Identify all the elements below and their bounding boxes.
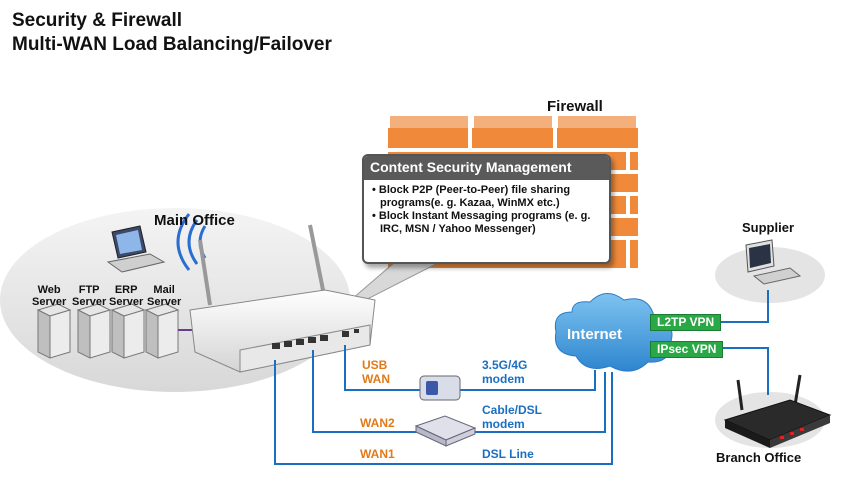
cable-modem-icon (414, 415, 477, 447)
l2tp-vpn-badge: L2TP VPN (650, 314, 722, 331)
main-office-label: Main Office (154, 212, 235, 229)
wan2-label: WAN2 (360, 416, 395, 430)
ipsec-vpn-badge: IPsec VPN (650, 341, 724, 358)
wan1-label: WAN1 (360, 447, 395, 461)
internet-cloud-icon (554, 293, 673, 372)
firewall-label: Firewall (547, 98, 603, 115)
wan1-line (274, 360, 613, 465)
content-security-callout: Content Security Management • Block P2P … (362, 154, 611, 264)
router-icon (189, 224, 376, 373)
laptop-icon (106, 225, 166, 273)
page-title: Security & Firewall (12, 10, 183, 31)
usb-wan-line (344, 345, 420, 391)
supplier-label: Supplier (742, 220, 795, 235)
branch-router-icon (723, 374, 832, 448)
content-security-header: Content Security Management (364, 156, 609, 180)
content-security-list: • Block P2P (Peer-to-Peer) file sharing … (364, 184, 609, 236)
server-icons (36, 303, 180, 359)
supplier-pc-icon (745, 239, 802, 285)
usb-modem-icon (419, 375, 461, 401)
internet-label: Internet (567, 326, 623, 343)
content-security-item: • Block Instant Messaging programs (e. g… (372, 210, 591, 235)
branch-office-label: Branch Office (716, 450, 802, 465)
page-subtitle: Multi-WAN Load Balancing/Failover (12, 34, 332, 55)
dsl-line-label: DSL Line (482, 447, 534, 461)
usb-modem-to-internet (460, 370, 596, 391)
content-security-item: • Block P2P (Peer-to-Peer) file sharing … (372, 184, 571, 209)
